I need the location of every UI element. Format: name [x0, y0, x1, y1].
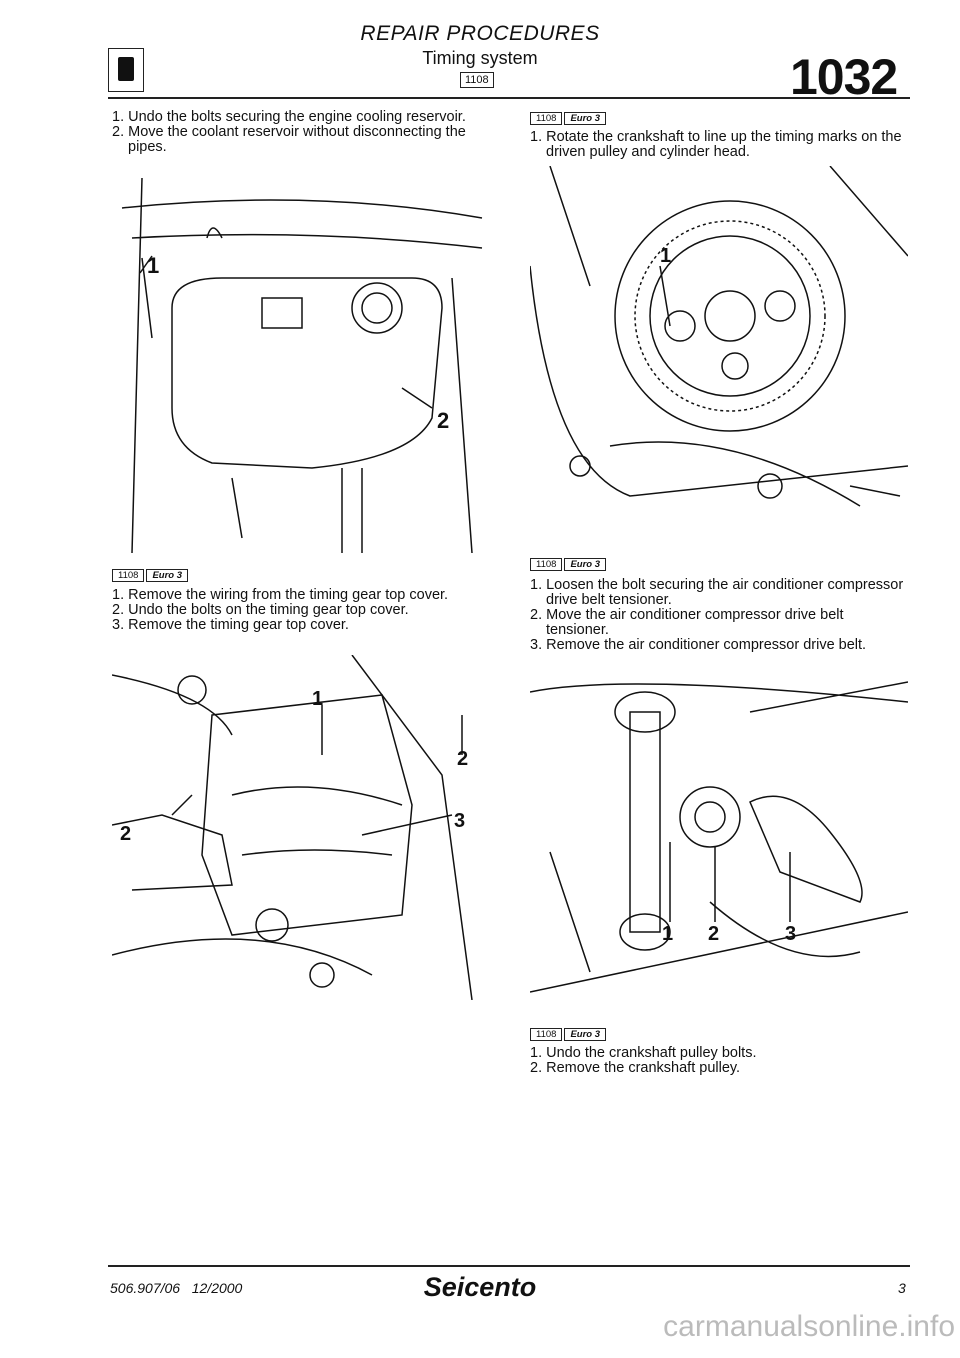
header-rule [108, 97, 910, 99]
step-text: 1. Rotate the crankshaft to line up the … [530, 129, 902, 160]
engine-tag: 1108 [112, 569, 145, 582]
step-list: 1. Undo the bolts securing the engine co… [112, 110, 487, 155]
timing-marks-diagram: 1 [529, 165, 909, 546]
drive-belt-diagram: 1 2 3 [529, 672, 909, 1012]
engine-section-icon [108, 48, 144, 92]
callout-label: 2 [120, 823, 131, 845]
callout-label: 3 [785, 923, 796, 945]
callout-label: 1 [147, 253, 159, 278]
callout-label: 2 [708, 923, 719, 945]
step-text: 1. Remove the wiring from the timing gea… [112, 587, 449, 603]
step-text: 3. Remove the air conditioner compressor… [530, 637, 867, 653]
page-code: 1032 [790, 49, 898, 105]
engine-tag: 1108 [530, 1028, 563, 1041]
step-list: 1. Rotate the crankshaft to line up the … [530, 130, 908, 160]
watermark: carmanualsonline.info [663, 1310, 955, 1343]
footer-rule [108, 1265, 910, 1267]
step-text: 1. Undo the crankshaft pulley bolts. [530, 1045, 757, 1061]
emission-tag: Euro 3 [564, 112, 606, 125]
emission-tag: Euro 3 [564, 1028, 606, 1041]
step-list: 1. Undo the crankshaft pulley bolts. 2. … [530, 1046, 908, 1076]
step-text: 2. Remove the crankshaft pulley. [530, 1060, 741, 1076]
section-heading: REPAIR PROCEDURES [360, 22, 600, 45]
callout-label: 2 [437, 408, 449, 433]
page-title: Timing system [422, 48, 538, 68]
emission-tag: Euro 3 [564, 558, 606, 571]
emission-tag: Euro 3 [146, 569, 188, 582]
step-text: 3. Remove the timing gear top cover. [112, 617, 349, 633]
step-text: 2. Undo the bolts on the timing gear top… [112, 602, 409, 618]
callout-label: 1 [660, 245, 671, 267]
engine-tag: 1108 [530, 112, 563, 125]
engine-tag: 1108 [530, 558, 563, 571]
coolant-reservoir-diagram: 1 2 [112, 177, 487, 554]
callout-label: 2 [457, 748, 468, 770]
engine-tag: 1108 [460, 72, 494, 88]
step-text: 2. Move the coolant reservoir without di… [112, 124, 466, 155]
step-text: 1. Undo the bolts securing the engine co… [112, 109, 466, 125]
step-text: 1. Loosen the bolt securing the air cond… [530, 577, 904, 608]
callout-label: 1 [312, 688, 323, 710]
timing-cover-diagram: 1 2 2 3 [111, 654, 487, 1001]
model-name: Seicento [423, 1272, 537, 1302]
callout-label: 1 [662, 923, 673, 945]
step-list: 1. Remove the wiring from the timing gea… [112, 588, 487, 633]
step-text: 2. Move the air conditioner compressor d… [530, 607, 844, 638]
document-reference: 506.907/06 12/2000 [110, 1280, 243, 1296]
step-list: 1. Loosen the bolt securing the air cond… [530, 578, 908, 653]
callout-label: 3 [454, 810, 465, 832]
page-number: 3 [898, 1280, 906, 1296]
